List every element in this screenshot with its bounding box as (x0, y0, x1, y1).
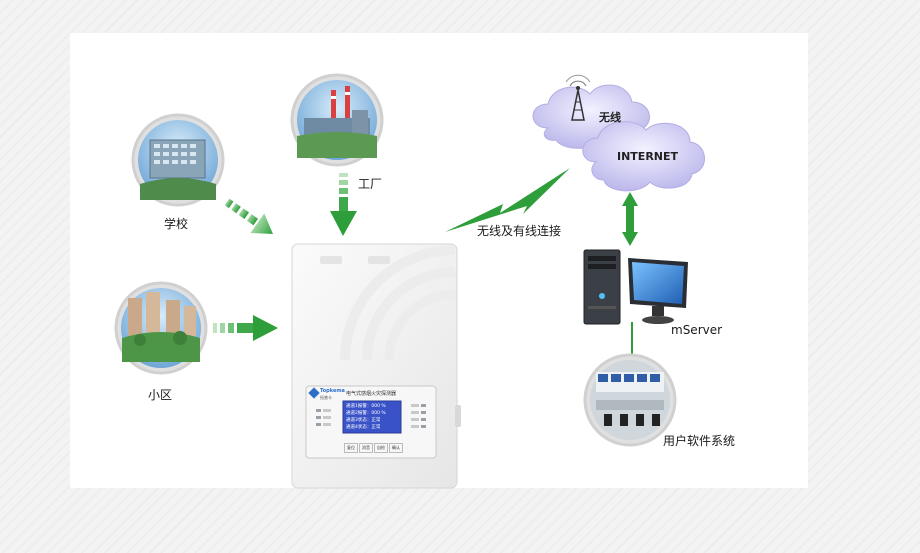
label-internet: INTERNET (617, 150, 679, 163)
device-selftest-button: 自检 (374, 443, 388, 453)
lcd-line: 通道1报警：000 % (346, 404, 386, 409)
factory-photo (290, 73, 384, 167)
label-server: mServer (671, 323, 723, 337)
device-reset-button: 复位 (344, 443, 358, 453)
lcd-line: 通道2报警：000 % (346, 411, 386, 416)
device-mute-button: 消音 (359, 443, 373, 453)
label-factory: 工厂 (358, 177, 383, 191)
arrow-cloud-server (622, 192, 638, 246)
school-photo (131, 113, 225, 207)
arrow-factory-to-device (330, 173, 357, 236)
device-brand: Topkema (320, 388, 345, 394)
lcd-line: 通道3状态：正常 (346, 418, 381, 423)
community-photo (114, 281, 208, 375)
lcd-line: 通道4状态：正常 (346, 425, 381, 430)
brand-logo (308, 387, 320, 399)
label-user-software: 用户软件系统 (663, 434, 736, 448)
label-community: 小区 (148, 388, 173, 402)
device-title: 电气式感烟火灾探测器 (346, 391, 397, 397)
device-brand-sub: 拓普卡 (320, 395, 332, 400)
arrow-school-to-device (224, 198, 273, 235)
cloud-internet (582, 121, 705, 192)
label-link: 无线及有线连接 (477, 224, 562, 238)
label-wireless: 无线 (599, 111, 621, 124)
control-room-photo (583, 353, 677, 447)
antenna-tower-icon (565, 74, 591, 121)
detector-device (291, 243, 461, 489)
arrow-community-to-device (213, 315, 278, 341)
device-confirm-button: 确认 (389, 443, 403, 453)
label-school: 学校 (164, 217, 189, 231)
server-computer-icon (583, 249, 688, 325)
